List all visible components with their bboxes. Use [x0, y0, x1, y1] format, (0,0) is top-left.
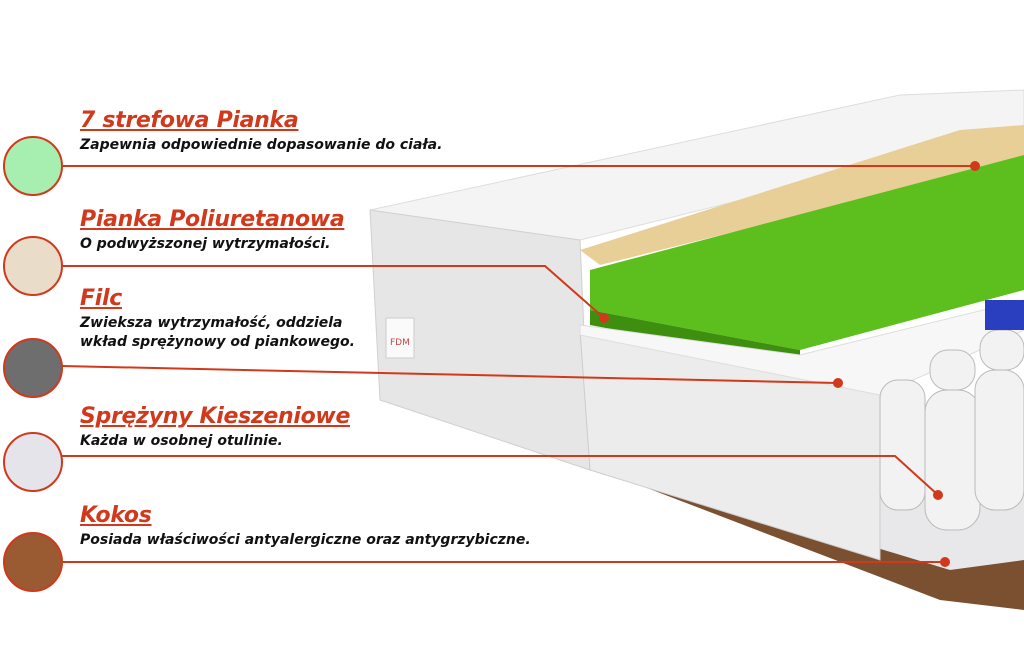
swatch-2 — [3, 338, 63, 398]
layer-title: Sprężyny Kieszeniowe — [80, 404, 351, 429]
leader-lines — [61, 165, 975, 563]
layer-title: Filc — [80, 286, 122, 311]
swatch-0 — [3, 136, 63, 196]
swatch-1 — [3, 236, 63, 296]
layer-description: Każda w osobnej otulinie. — [80, 433, 283, 449]
layer-title: 7 strefowa Pianka — [80, 108, 299, 133]
pu-foam-layer — [580, 125, 1024, 265]
layer-description: Zwieksza wytrzymałość, oddziela — [80, 315, 343, 331]
layer-description: Zapewnia odpowiednie dopasowanie do ciał… — [80, 137, 443, 153]
brand-label: FDM — [390, 338, 410, 348]
swatch-3 — [3, 432, 63, 492]
layer-felt: Filc Zwieksza wytrzymałość, oddziela wkł… — [80, 286, 355, 352]
layer-description: wkład sprężynowy od piankowego. — [80, 334, 355, 350]
swatch-4 — [3, 532, 63, 592]
white-foam-block — [579, 299, 1024, 396]
leader-dots — [599, 161, 980, 567]
layer-description: Posiada właściwości antyalergiczne oraz … — [80, 532, 531, 548]
layer-coir: Kokos Posiada właściwości antyalergiczne… — [80, 503, 531, 550]
pocket-springs — [879, 329, 1024, 531]
layer-title: Pianka Poliuretanowa — [80, 207, 345, 232]
layer-zoned-foam: 7 strefowa Pianka Zapewnia odpowiednie d… — [80, 108, 442, 155]
layer-title: Kokos — [80, 503, 152, 528]
layer-pu-foam: Pianka Poliuretanowa O podwyższonej wytr… — [80, 207, 345, 254]
blue-springs — [985, 300, 1024, 330]
zoned-foam-layer — [590, 155, 1024, 350]
layer-pocket-springs: Sprężyny Kieszeniowe Każda w osobnej otu… — [80, 404, 350, 451]
layer-description: O podwyższonej wytrzymałości. — [80, 236, 331, 252]
brand-tag — [385, 317, 415, 359]
